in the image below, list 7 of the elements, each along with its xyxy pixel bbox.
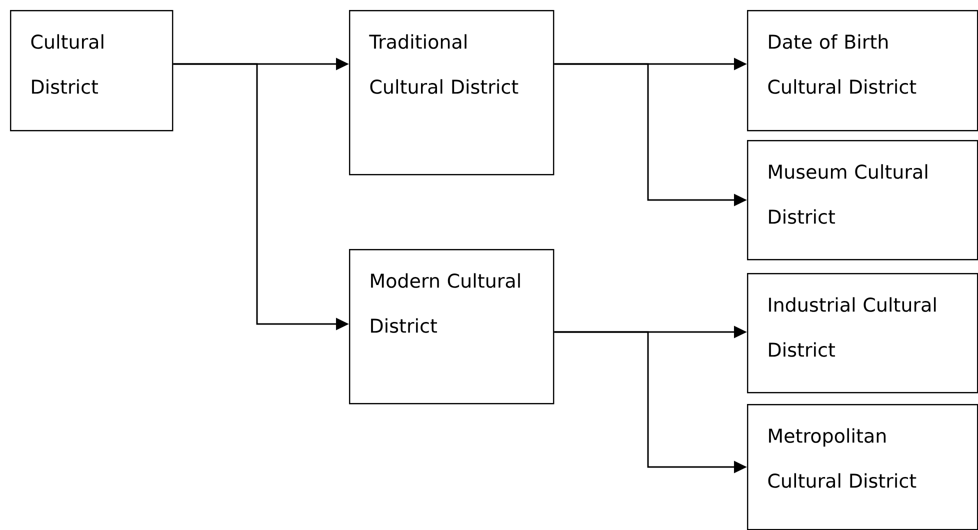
- process-box: Industrial Cultural District: [747, 273, 978, 394]
- process-box: Cultural District: [10, 10, 174, 132]
- process-box: Modern Cultural District: [349, 249, 554, 404]
- process-box: Museum Cultural District: [747, 140, 978, 260]
- process-box: Traditional Cultural District: [349, 10, 554, 176]
- process-box: Metropolitan Cultural District: [747, 404, 978, 530]
- process-box: Date of Birth Cultural District: [747, 10, 978, 132]
